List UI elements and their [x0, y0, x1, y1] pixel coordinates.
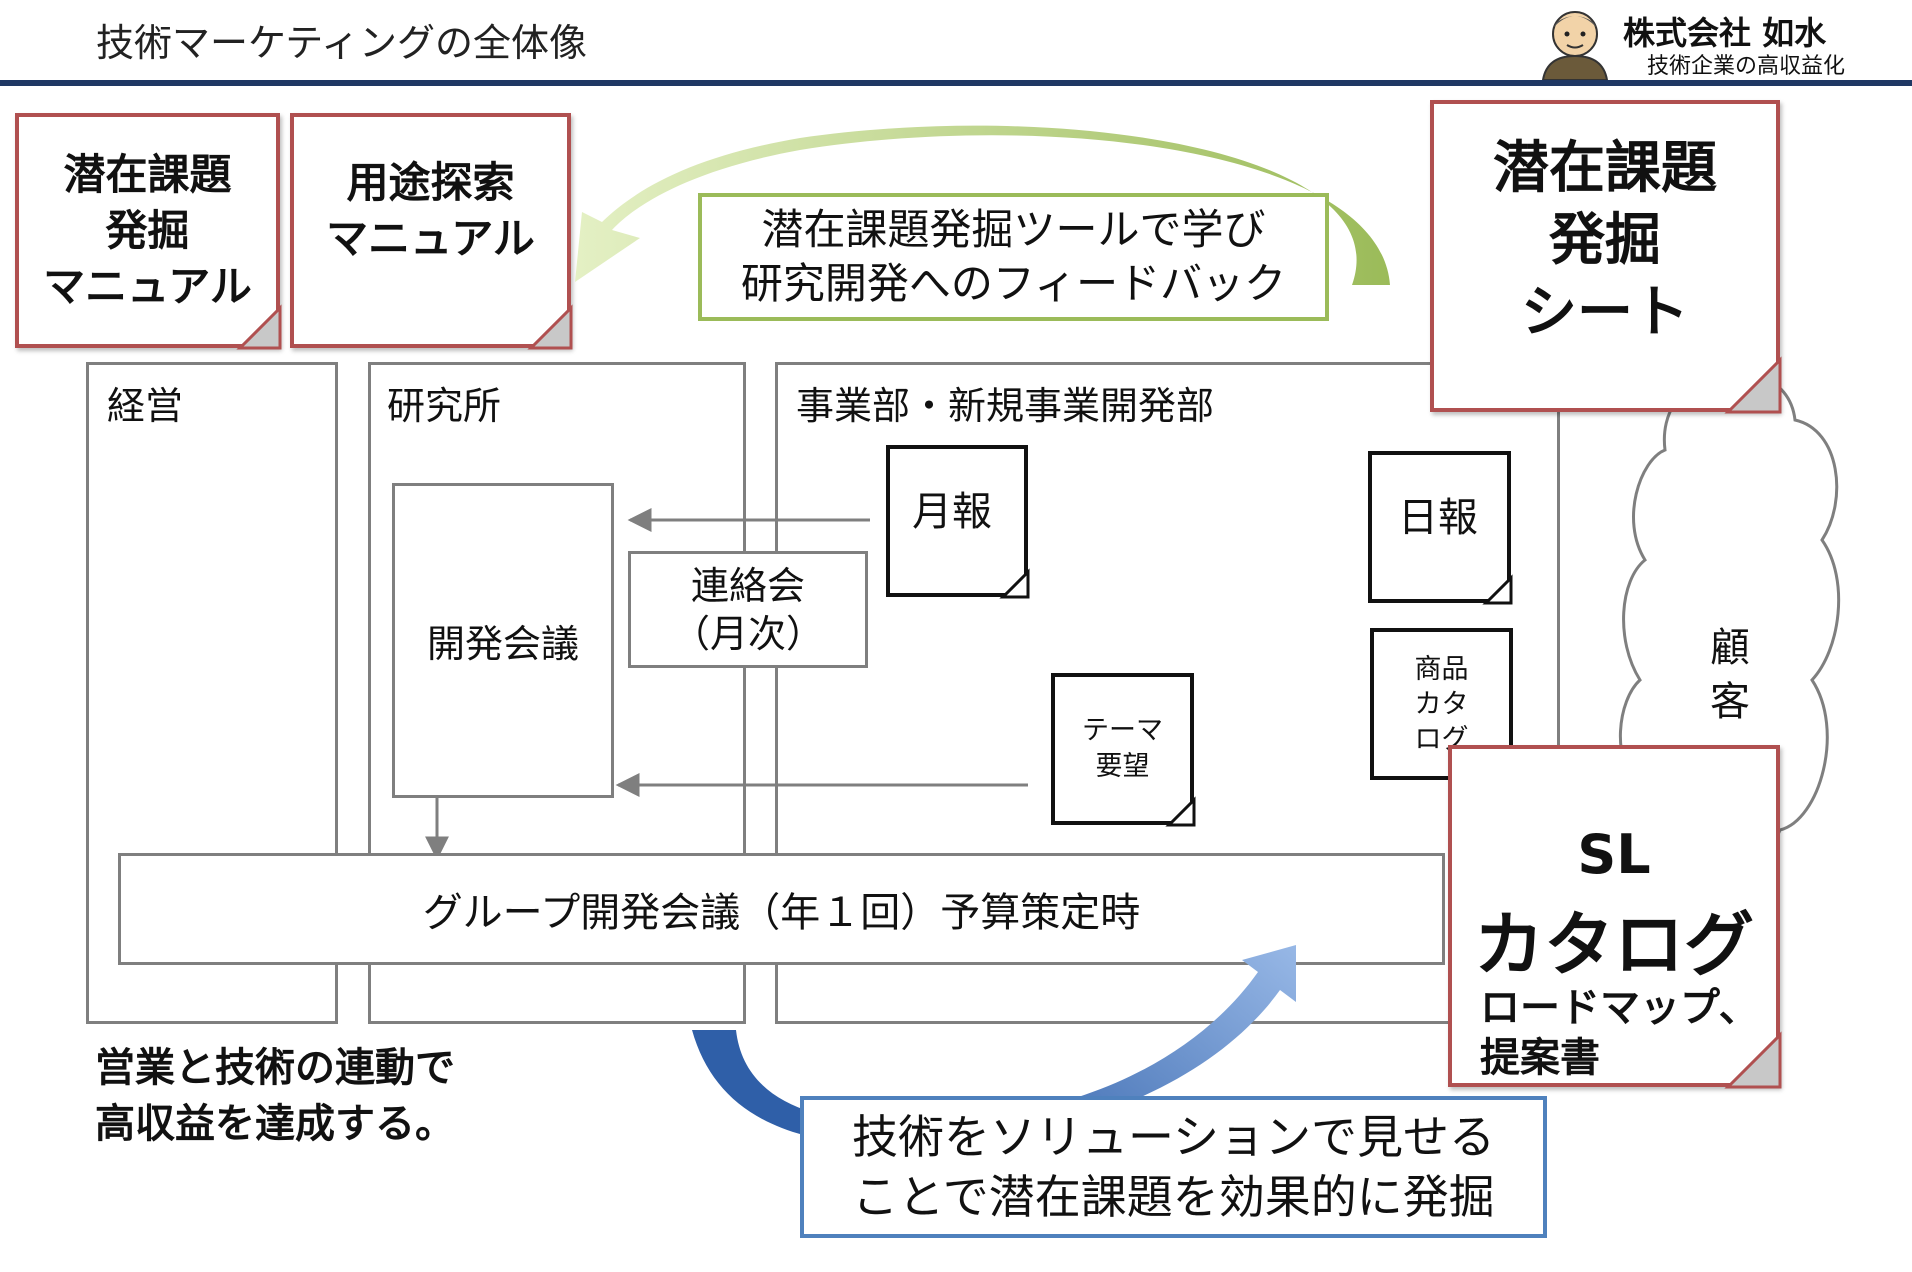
- sl-label: SL: [1577, 823, 1651, 886]
- group-meeting-label: グループ開発会議（年１回）予算策定時: [422, 890, 1141, 936]
- latent-issue-sheet: 潜在課題 発掘 シート: [1430, 100, 1780, 412]
- page-title: 技術マーケティングの全体像: [96, 21, 587, 65]
- latent-sheet-line-1: 潜在課題: [1493, 136, 1717, 201]
- latent-manual-sheet: 潜在課題 発掘 マニュアル: [15, 113, 280, 348]
- monthly-report-doc: 月報: [886, 445, 1028, 597]
- solution-line-1: 技術をソリューションで見せる: [851, 1110, 1496, 1164]
- liaison-box: 連絡会 （月次）: [628, 551, 868, 668]
- latent-manual-line-3: マニュアル: [43, 261, 252, 311]
- latent-sheet-line-2: 発掘: [1549, 208, 1661, 273]
- customer-label: 顧 客: [1690, 615, 1770, 735]
- mascot-icon: [1541, 11, 1609, 80]
- feedback-line-2: 研究開発へのフィードバック: [740, 259, 1287, 308]
- solution-note: 技術をソリューションで見せる ことで潜在課題を効果的に発掘: [800, 1096, 1547, 1238]
- monthly-report-label: 月報: [912, 489, 992, 535]
- bottom-note-line-2: 高収益を達成する。: [95, 1101, 455, 1147]
- bottom-note: 営業と技術の連動で 高収益を達成する。: [95, 1040, 455, 1152]
- theme-request-doc: テーマ 要望: [1051, 673, 1194, 825]
- group-meeting-bar: グループ開発会議（年１回）予算策定時: [118, 853, 1445, 965]
- usage-manual-line-1: 用途探索: [346, 157, 515, 207]
- theme-request-sub-label: 要望: [1095, 751, 1150, 782]
- product-catalog-line-1: 商品: [1414, 653, 1469, 685]
- liaison-label: 連絡会: [690, 563, 805, 608]
- feedback-note: 潜在課題発掘ツールで学び 研究開発へのフィードバック: [698, 193, 1329, 321]
- logo-company-name: 株式会社 如水: [1623, 14, 1827, 52]
- solution-line-2: ことで潜在課題を効果的に発掘: [852, 1170, 1495, 1224]
- usage-manual-line-2: マニュアル: [326, 213, 535, 263]
- daily-report-label: 日報: [1398, 495, 1478, 541]
- bottom-note-line-1: 営業と技術の連動で: [95, 1045, 455, 1091]
- header-rule: [0, 80, 1912, 86]
- proposal-label: 提案書: [1480, 1035, 1600, 1081]
- latent-manual-line-1: 潜在課題: [63, 149, 232, 199]
- theme-request-label: テーマ: [1082, 715, 1163, 746]
- customer-char-2: 客: [1710, 679, 1750, 725]
- product-catalog-line-2: カタ: [1414, 688, 1469, 720]
- customer-char-1: 顧: [1710, 625, 1750, 671]
- latent-manual-line-2: 発掘: [105, 205, 190, 255]
- usage-manual-sheet: 用途探索 マニュアル: [290, 113, 571, 348]
- sl-catalog-sheet: SL カタログ ロードマップ、 提案書: [1448, 745, 1780, 1087]
- dev-meeting-label: 開発会議: [426, 622, 579, 666]
- feedback-line-1: 潜在課題発掘ツールで学び: [761, 205, 1266, 254]
- roadmap-label: ロードマップ、: [1480, 985, 1759, 1031]
- logo-tagline: 技術企業の高収益化: [1647, 54, 1846, 79]
- daily-report-doc: 日報: [1368, 451, 1511, 603]
- company-logo: 株式会社 如水 技術企業の高収益化: [1535, 4, 1905, 80]
- liaison-sub-label: （月次）: [671, 611, 824, 656]
- dept-research-label: 研究所: [387, 384, 502, 428]
- latent-sheet-line-3: シート: [1521, 280, 1689, 345]
- catalog-label: カタログ: [1474, 904, 1754, 986]
- dept-management-label: 経営: [107, 384, 184, 428]
- dept-business-label: 事業部・新規事業開発部: [796, 384, 1215, 428]
- dev-meeting-box: 開発会議: [392, 483, 614, 798]
